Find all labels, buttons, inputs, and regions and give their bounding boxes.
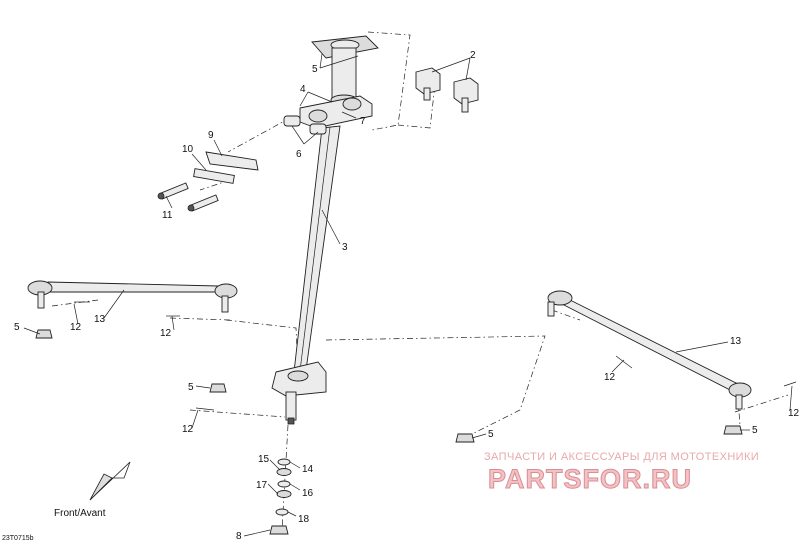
callout-18: 18	[298, 514, 310, 525]
callout-8: 8	[236, 531, 242, 542]
callout-13b: 13	[730, 336, 742, 347]
callout-11: 11	[162, 210, 173, 221]
callout-9: 9	[208, 130, 214, 141]
callout-5a: 5	[312, 64, 318, 75]
support-bracket	[157, 151, 259, 212]
callout-labels: 2 3 4 5 6 7 8 9 10 11 12 13 5 12 5 12 13…	[14, 50, 800, 542]
callout-15: 15	[258, 454, 270, 465]
watermark-logo: PARTSFOR.RU	[488, 464, 692, 494]
callout-5c: 5	[188, 382, 194, 393]
callout-17: 17	[256, 480, 268, 491]
callout-5d: 5	[488, 429, 494, 440]
callout-4: 4	[300, 84, 306, 95]
callout-14: 14	[302, 464, 314, 475]
callout-2: 2	[470, 50, 476, 61]
callout-3: 3	[342, 242, 348, 253]
leader-lines	[23, 53, 793, 537]
lower-hardware	[269, 458, 292, 535]
direction-label: Front/Avant	[54, 508, 106, 519]
callout-6: 6	[296, 149, 302, 160]
callout-12a: 12	[70, 322, 82, 333]
watermark-tagline: ЗАПЧАСТИ И АКСЕССУАРЫ ДЛЯ МОТОТЕХНИКИ	[484, 451, 759, 463]
front-direction-arrow-icon	[89, 461, 131, 501]
steering-column	[271, 35, 379, 425]
callout-12e: 12	[788, 408, 800, 419]
callout-7: 7	[360, 116, 366, 127]
callout-12d: 12	[604, 372, 616, 383]
u-nut-clips	[415, 67, 479, 113]
callout-10: 10	[182, 144, 194, 155]
right-tie-rod	[547, 290, 752, 435]
nuts-and-pins	[74, 301, 797, 443]
callout-5b: 5	[14, 322, 20, 333]
callout-5e: 5	[752, 425, 758, 436]
drawing-code: 23T0715b	[2, 535, 34, 542]
callout-12b: 12	[160, 328, 172, 339]
left-tie-rod	[27, 280, 238, 339]
callout-13a: 13	[94, 314, 106, 325]
watermark: ЗАПЧАСТИ И АКСЕССУАРЫ ДЛЯ МОТОТЕХНИКИ PA…	[484, 451, 759, 495]
callout-12c: 12	[182, 424, 194, 435]
callout-16: 16	[302, 488, 314, 499]
